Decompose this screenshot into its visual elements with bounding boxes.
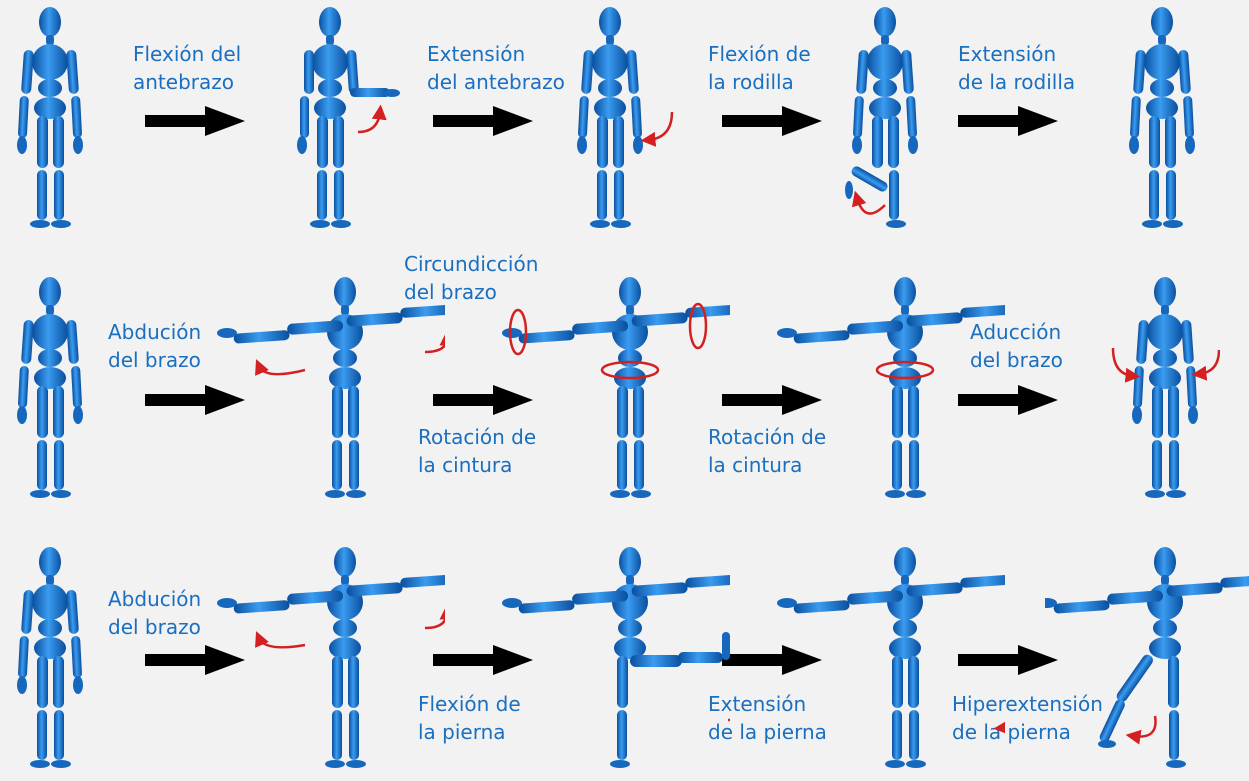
mannequin-figure-r3c2 <box>217 547 445 768</box>
mannequin-figure-r3c1 <box>17 547 83 768</box>
mannequin-figure-r1c4 <box>845 7 918 228</box>
label-extension-pierna: Extensión de la pierna <box>708 692 827 744</box>
label-abducion-brazo-1: Abdución del brazo <box>108 320 202 372</box>
label-circundiccion-brazo: Circundicción del brazo <box>404 252 539 304</box>
mannequin-figure-r3c4 <box>777 547 1005 768</box>
mannequin-figure-r2c1 <box>17 277 83 498</box>
mannequin-figure-r1c1 <box>17 7 83 228</box>
label-extension-rodilla: Extensión de la rodilla <box>958 42 1076 94</box>
transition-arrow-r1-2 <box>433 106 533 136</box>
mannequin-figure-r2c5 <box>1111 277 1220 498</box>
transition-arrow-r1-4 <box>958 106 1058 136</box>
mannequin-figure-r1c3 <box>577 7 674 228</box>
mannequin-figure-r2c4 <box>777 277 1005 498</box>
mannequin-figure-r2c2 <box>217 277 445 498</box>
label-flexion-antebrazo: Flexión del antebrazo <box>133 42 242 94</box>
label-extension-antebrazo: Extensión del antebrazo <box>427 42 565 94</box>
label-abducion-brazo-2: Abdución del brazo <box>108 587 202 639</box>
mannequin-figure-r1c2 <box>297 7 400 228</box>
transition-arrow-r1-1 <box>145 106 245 136</box>
mannequin-figure-r3c5 <box>1045 547 1249 768</box>
label-rotacion-cintura-1: Rotación de la cintura <box>418 425 537 477</box>
mannequin-figure-r3c3 <box>502 547 730 768</box>
label-hiperextension-pierna: Hiperextensión de la pierna <box>952 692 1103 744</box>
mannequin-figure-r1c5 <box>1129 7 1195 228</box>
label-flexion-rodilla: Flexión de la rodilla <box>708 42 811 94</box>
label-aduccion-brazo: Aducción del brazo <box>970 320 1063 372</box>
mannequin-figure-r2c3 <box>502 277 730 498</box>
label-flexion-pierna: Flexión de la pierna <box>418 692 521 744</box>
transition-arrow-r1-3 <box>722 106 822 136</box>
label-rotacion-cintura-2: Rotación de la cintura <box>708 425 827 477</box>
